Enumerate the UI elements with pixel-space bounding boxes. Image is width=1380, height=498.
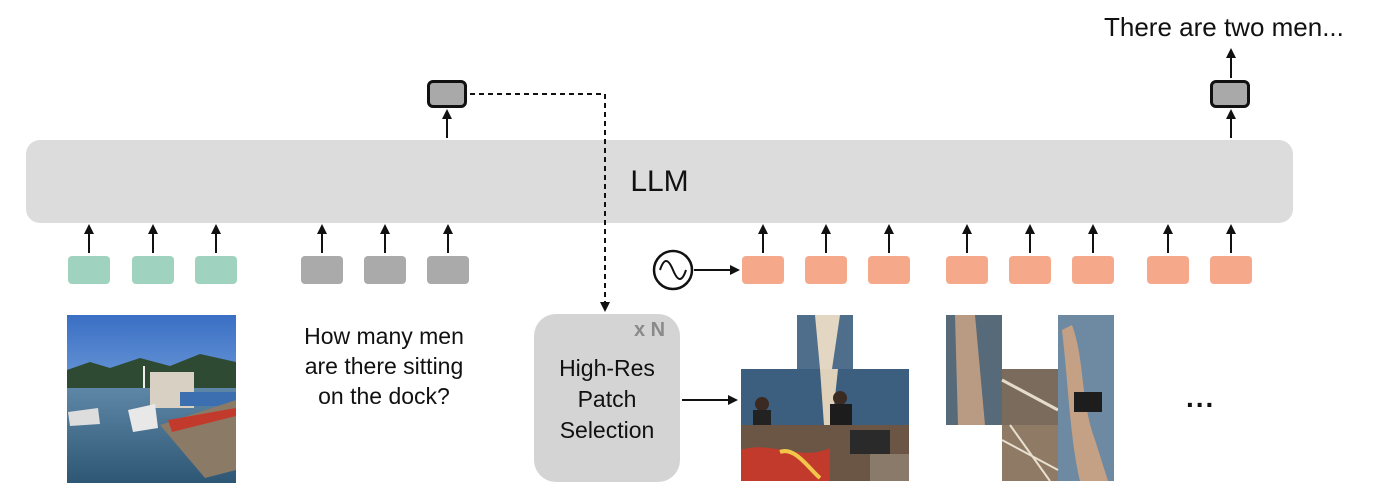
patch-token — [1072, 256, 1114, 284]
question-line: on the dock? — [318, 383, 450, 409]
image-token — [132, 256, 174, 284]
image-token — [68, 256, 110, 284]
photo-lake-dock — [67, 315, 236, 483]
predicted-token — [427, 80, 467, 108]
patch-token — [868, 256, 910, 284]
output-text: There are two men... — [1104, 12, 1344, 42]
text-token — [364, 256, 406, 284]
patch-token — [805, 256, 847, 284]
patch-token — [1009, 256, 1051, 284]
text-token — [301, 256, 343, 284]
patch-collage-1 — [741, 315, 909, 481]
patch-selection-label: High-Res Patch Selection — [534, 353, 680, 446]
continuation-ellipsis: ... — [1186, 382, 1216, 413]
question-line: are there sitting — [304, 353, 464, 379]
patch-token — [742, 256, 784, 284]
patch-selection-line: Patch — [577, 386, 637, 412]
output-token — [1210, 80, 1250, 108]
question-line: How many men — [304, 323, 464, 349]
image-token — [195, 256, 237, 284]
patch-selection-line: Selection — [559, 417, 655, 443]
repeat-count-label: x N — [634, 319, 666, 341]
patch-selection-module — [534, 314, 680, 482]
patch-token — [1210, 256, 1252, 284]
text-token — [427, 256, 469, 284]
patch-token — [1147, 256, 1189, 284]
sine-wave-icon — [652, 249, 694, 291]
llm-label: LLM — [630, 165, 689, 198]
patch-collage-2 — [946, 315, 1114, 482]
question-text: How many men are there sitting on the do… — [284, 321, 484, 411]
patch-selection-line: High-Res — [559, 355, 655, 381]
patch-token — [946, 256, 988, 284]
llm-block: LLM — [26, 140, 1293, 223]
